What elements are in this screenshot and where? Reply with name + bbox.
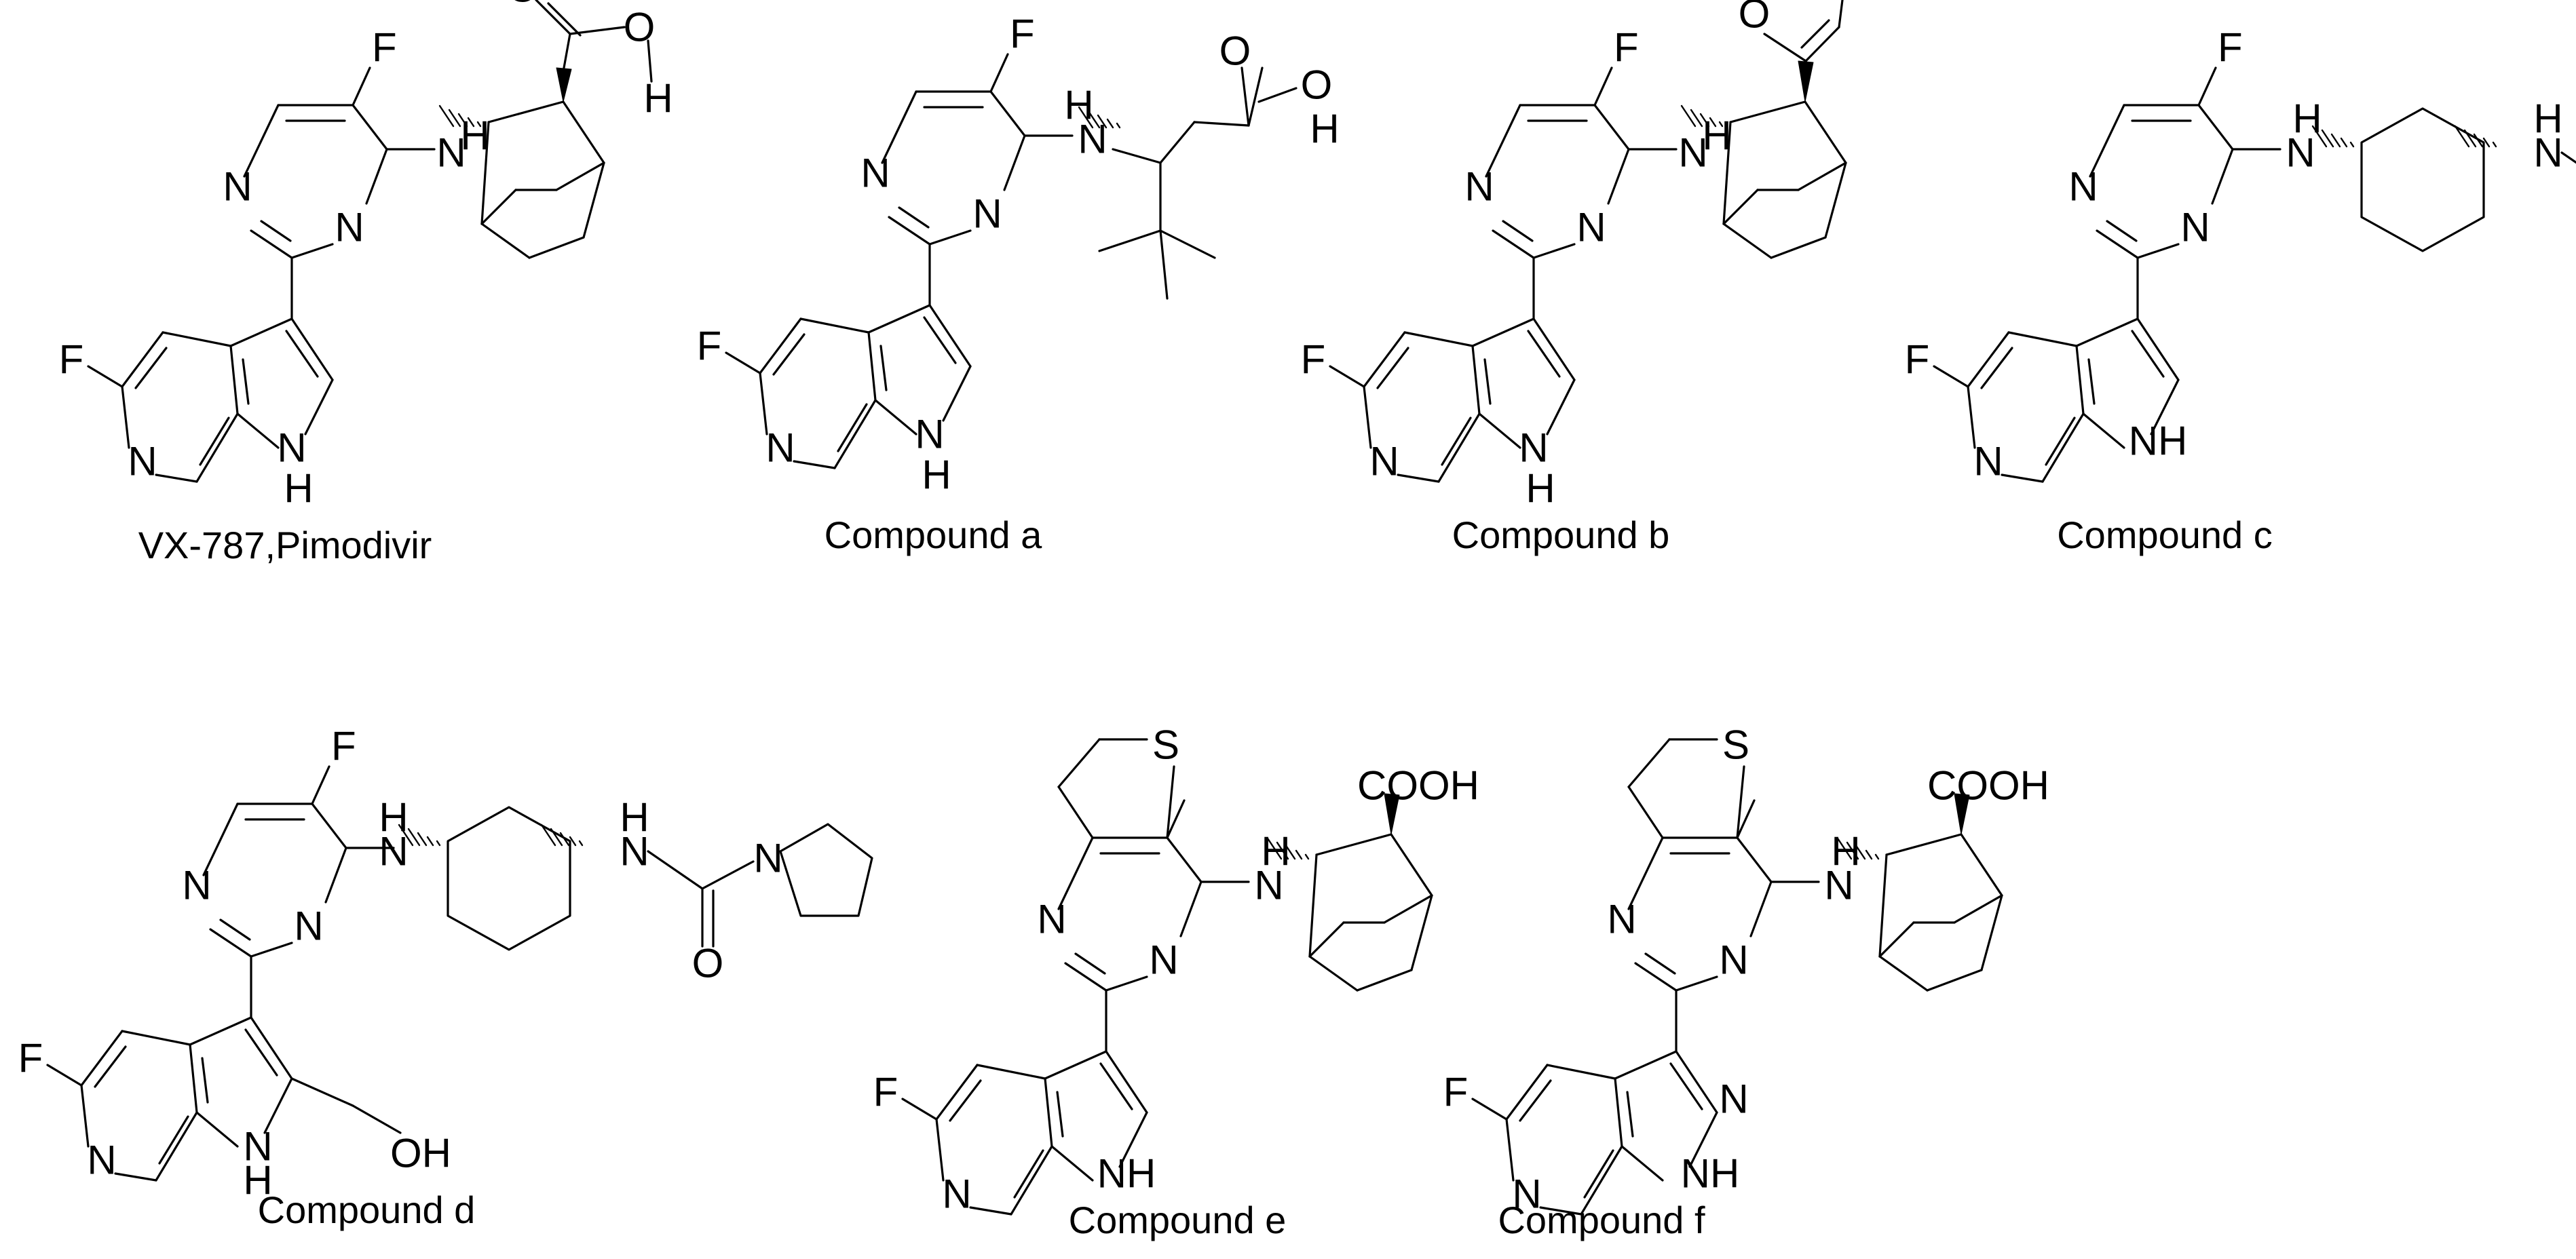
atom-label: N <box>1149 937 1178 983</box>
atom-label: F <box>331 724 356 769</box>
atom-label: N <box>2068 164 2098 210</box>
atom-label: N <box>128 439 157 484</box>
caption-compound-c: Compound c <box>2057 514 2273 556</box>
atom-label: N <box>223 164 252 210</box>
caption-compound-d: Compound d <box>258 1188 476 1231</box>
structure-pimodivir: F N N N H F N N H O O H <box>59 0 673 511</box>
atom-label: H <box>643 76 673 121</box>
atom-label: COOH <box>1357 763 1479 809</box>
atom-label: F <box>2218 25 2243 71</box>
atom-label: N <box>294 904 323 949</box>
atom-label: N <box>335 205 364 250</box>
atom-label: NH <box>1681 1151 1740 1197</box>
atom-label: N <box>87 1138 116 1183</box>
atom-label: N <box>765 425 795 471</box>
atom-label: S <box>1152 722 1179 768</box>
atom-label: N <box>2533 130 2562 176</box>
atom-label: N <box>1078 117 1107 162</box>
structure-compound-d: F N N N H F N N H OH N H O N <box>18 724 873 1203</box>
atom-label: N <box>2180 205 2210 250</box>
structure-compound-a: F N N N H F N N H O O H <box>697 12 1340 498</box>
atom-label: F <box>372 25 397 71</box>
atom-label: S <box>1722 722 1749 768</box>
atom-label: N <box>942 1171 971 1217</box>
atom-label: H <box>1702 113 1731 159</box>
atom-label: N <box>620 829 649 874</box>
structure-compound-f: S N N N H F N N NH COOH <box>1443 722 2049 1217</box>
atom-label: F <box>1301 337 1326 383</box>
atom-label: H <box>460 113 489 159</box>
atom-label: F <box>1443 1070 1469 1115</box>
atom-label: H <box>922 452 951 498</box>
atom-label: O <box>1219 28 1251 74</box>
atom-label: H <box>1064 83 1093 128</box>
atom-label: N <box>182 863 211 908</box>
atom-label: N <box>1464 164 1494 210</box>
atom-label: F <box>873 1070 898 1115</box>
caption-pimodivir: VX-787,Pimodivir <box>138 524 432 566</box>
atom-label: N <box>277 425 306 471</box>
atom-label: N <box>860 151 890 196</box>
atom-label: N <box>1037 897 1066 942</box>
atom-label: N <box>753 836 782 881</box>
caption-compound-a: Compound a <box>825 514 1043 556</box>
atom-label: F <box>18 1036 43 1081</box>
atom-label: O <box>1739 0 1770 37</box>
atom-label: O <box>507 0 539 11</box>
structure-compound-c: F N N N H F N NH N H O N <box>1905 25 2576 484</box>
caption-compound-e: Compound e <box>1069 1199 1287 1241</box>
atom-label: N <box>1254 863 1283 908</box>
atom-label: F <box>1010 12 1035 57</box>
atom-label: N <box>1512 1171 1541 1217</box>
structure-compound-e: S N N N H F N NH COOH <box>873 722 1479 1217</box>
atom-label: N <box>1678 130 1707 176</box>
atom-label: N <box>1576 205 1606 250</box>
atom-label: OH <box>390 1131 451 1176</box>
atom-label: F <box>697 324 722 369</box>
atom-label: O <box>1301 62 1333 108</box>
atom-label: H <box>1261 829 1290 874</box>
atom-label: H <box>620 795 649 840</box>
atom-label: H <box>243 1158 272 1203</box>
atom-label: H <box>2292 96 2322 142</box>
atom-label: NH <box>1097 1151 1156 1197</box>
atom-label: F <box>59 337 84 383</box>
atom-label: N <box>1973 439 2003 484</box>
atom-label: N <box>1607 897 1636 942</box>
atom-label: N <box>1719 1077 1748 1122</box>
atom-label: N <box>2286 130 2315 176</box>
atom-label: O <box>692 941 724 986</box>
structure-compound-b: F N N N H F N N H O N OH <box>1301 0 1847 511</box>
atom-label: N <box>379 829 408 874</box>
atom-label: H <box>2533 96 2562 142</box>
atom-label: H <box>379 795 408 840</box>
atom-label: COOH <box>1927 763 2049 809</box>
caption-compound-f: Compound f <box>1498 1199 1705 1241</box>
atom-label: H <box>1526 466 1555 511</box>
atom-label: F <box>1905 337 1930 383</box>
atom-label: N <box>1369 439 1399 484</box>
atom-label: H <box>284 466 313 511</box>
atom-label: N <box>1719 937 1748 983</box>
atom-label: N <box>1824 863 1853 908</box>
atom-label: H <box>1831 829 1860 874</box>
atom-label: N <box>1519 425 1548 471</box>
atom-label: NH <box>2129 419 2188 464</box>
atom-label: F <box>1614 25 1639 71</box>
caption-compound-b: Compound b <box>1452 514 1670 556</box>
atom-label: N <box>243 1124 272 1169</box>
atom-label: H <box>1310 106 1339 152</box>
atom-label: N <box>972 191 1002 237</box>
atom-label: N <box>436 130 466 176</box>
atom-label: N <box>915 412 944 457</box>
atom-label: O <box>624 5 656 50</box>
